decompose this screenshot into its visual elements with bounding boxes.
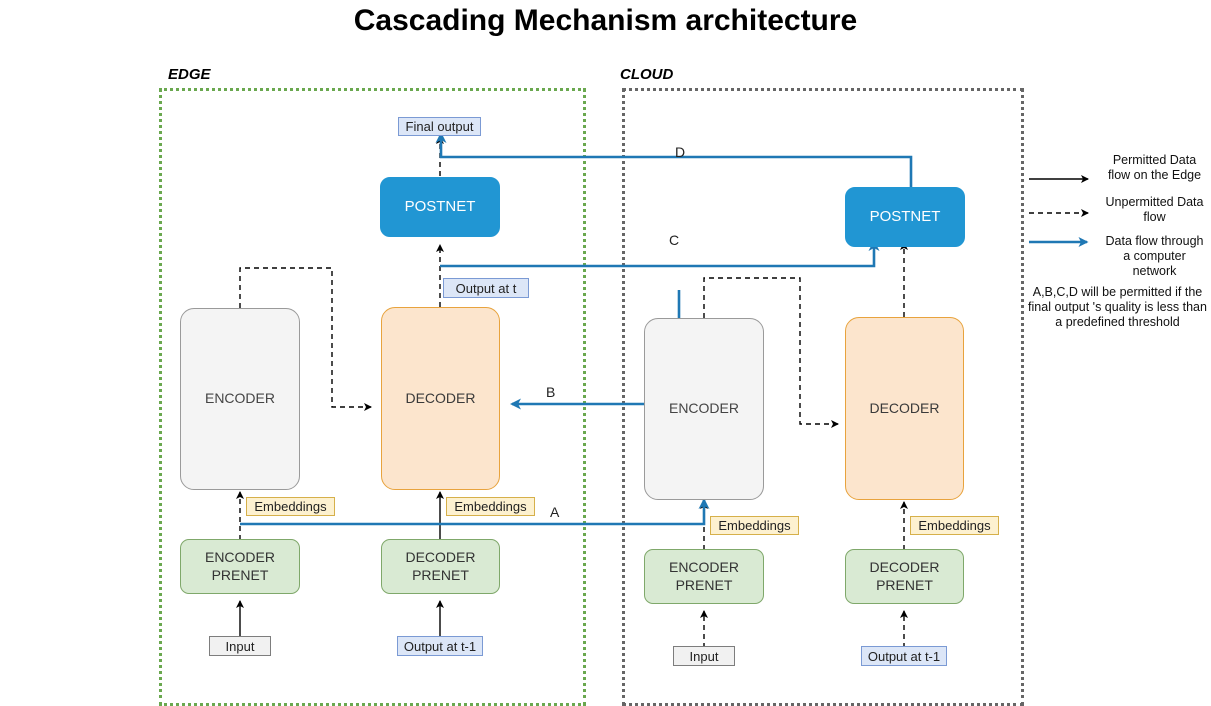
legend-note: A,B,C,D will be permitted if the final o…	[1028, 285, 1207, 329]
legend-unpermitted-label: Unpermitted Data flow	[1105, 195, 1204, 224]
edge-final-output-tag: Final output	[398, 117, 481, 136]
cloud-encoder-prenet-node[interactable]: ENCODER PRENET	[644, 549, 764, 604]
edge-decoder-node[interactable]: DECODER	[381, 307, 500, 490]
page-title: Cascading Mechanism architecture	[353, 4, 858, 37]
edge-zone-label: EDGE	[168, 66, 211, 83]
edge-output-at-t-minus-1-tag: Output at t-1	[397, 636, 483, 656]
edge-encoder-prenet-node[interactable]: ENCODER PRENET	[180, 539, 300, 594]
flow-label-b: B	[546, 384, 556, 400]
edge-decoder-embeddings-tag: Embeddings	[446, 497, 535, 516]
cloud-postnet-node[interactable]: POSTNET	[845, 187, 965, 247]
flow-label-c: C	[669, 232, 680, 248]
edge-decoder-prenet-node[interactable]: DECODER PRENET	[381, 539, 500, 594]
flow-label-a: A	[550, 504, 560, 520]
edge-encoder-embeddings-tag: Embeddings	[246, 497, 335, 516]
cloud-zone-label: CLOUD	[620, 66, 674, 83]
flow-label-d: D	[675, 144, 686, 160]
edge-output-at-t-tag: Output at t	[443, 278, 529, 298]
cloud-encoder-node[interactable]: ENCODER	[644, 318, 764, 500]
edge-input-tag: Input	[209, 636, 271, 656]
legend-permitted-label: Permitted Data flow on the Edge	[1107, 153, 1202, 182]
cloud-decoder-prenet-node[interactable]: DECODER PRENET	[845, 549, 964, 604]
edge-encoder-node[interactable]: ENCODER	[180, 308, 300, 490]
cloud-input-tag: Input	[673, 646, 735, 666]
cloud-decoder-embeddings-tag: Embeddings	[910, 516, 999, 535]
edge-postnet-node[interactable]: POSTNET	[380, 177, 500, 237]
cloud-encoder-embeddings-tag: Embeddings	[710, 516, 799, 535]
cloud-decoder-node[interactable]: DECODER	[845, 317, 964, 500]
legend-arrows	[1029, 175, 1089, 247]
cloud-output-at-t-minus-1-tag: Output at t-1	[861, 646, 947, 666]
legend-network-label: Data flow through a computer network	[1105, 234, 1204, 278]
